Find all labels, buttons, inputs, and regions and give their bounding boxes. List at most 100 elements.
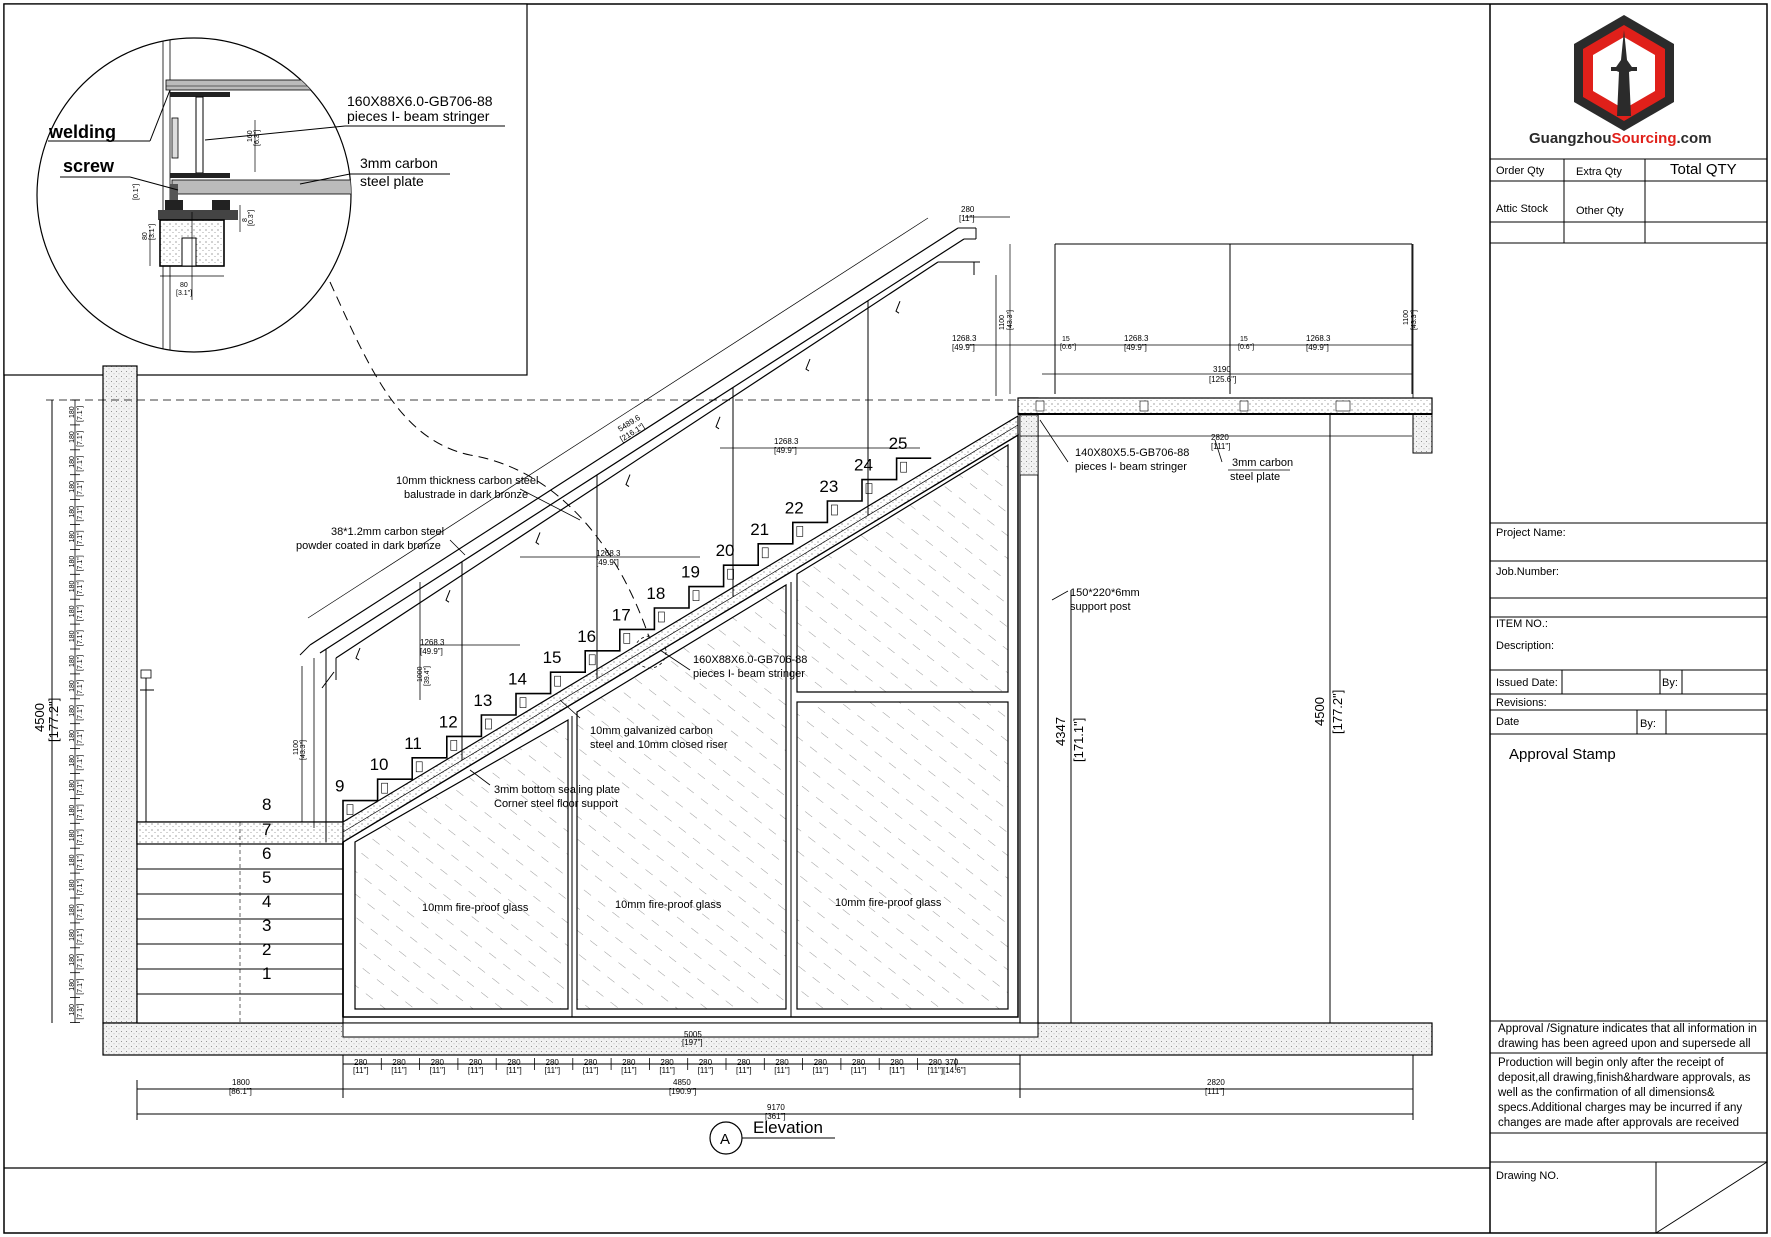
- tread-dim: 280: [775, 1058, 789, 1067]
- riser-dim: 180: [69, 481, 76, 493]
- balusters: [325, 300, 901, 843]
- riser-dim: 180: [69, 630, 76, 642]
- dim-panel-3: 1268.3: [952, 334, 977, 343]
- dim-bottom-left: 1800: [232, 1078, 250, 1087]
- step-number: 18: [646, 584, 665, 603]
- title-block-grid: [1490, 158, 1768, 1234]
- tread-dim-in: [11"]: [928, 1066, 944, 1075]
- step-number: 6: [262, 844, 271, 863]
- riser-dim-in: [7.1"]: [77, 481, 84, 497]
- tread-bracket: [865, 483, 873, 494]
- tread-dim-in: [11"]: [506, 1066, 522, 1075]
- screw-label: screw: [63, 156, 115, 176]
- landing-beam-desc: pieces I- beam stringer: [1075, 461, 1187, 473]
- svg-text:[0.3"]: [0.3"]: [248, 210, 255, 226]
- landing-balustrade: [1009, 243, 1413, 394]
- dim-panel-4-in: [49.9"]: [774, 446, 797, 455]
- riser-dim: 180: [69, 605, 76, 617]
- step-number: 19: [681, 563, 700, 582]
- support-post: [1019, 397, 1039, 1024]
- tread-dim-in: [11"]: [391, 1066, 407, 1075]
- step-number: 1: [262, 964, 271, 983]
- brand-name: GuangzhouSourcing.com: [1529, 130, 1712, 147]
- dim-mid-rail-height: 1000: [417, 666, 424, 682]
- riser-dim: 180: [69, 979, 76, 991]
- riser-dim: 180: [69, 805, 76, 817]
- riser-dim: 180: [69, 904, 76, 916]
- riser-dim-in: [7.1"]: [77, 779, 84, 795]
- tread-bracket: [658, 611, 665, 623]
- tread-dim: 280: [890, 1058, 904, 1067]
- attic-stock-label: Attic Stock: [1496, 203, 1548, 215]
- riser-dim-in: [7.1"]: [77, 804, 84, 820]
- tread-dim: 280: [354, 1058, 368, 1067]
- step-number: 8: [262, 795, 271, 814]
- tread-dim: 280: [469, 1058, 483, 1067]
- riser-dim-in: [7.1"]: [77, 705, 84, 721]
- svg-text:8: 8: [242, 218, 249, 222]
- landing-plate-spec: 3mm carbon: [1232, 457, 1293, 469]
- dim-last-tread-in: [14.6"]: [943, 1066, 966, 1075]
- dim-bottom-left-in: [86.1"]: [229, 1087, 252, 1096]
- detail-beam-desc: pieces I- beam stringer: [347, 108, 490, 124]
- description-label: Description:: [1496, 640, 1555, 652]
- total-qty-label: Total QTY: [1670, 161, 1737, 178]
- step-number: 7: [262, 820, 271, 839]
- riser-dim-in: [7.1"]: [77, 754, 84, 770]
- post-desc: support post: [1070, 601, 1131, 613]
- dim-landing-depth-in: [111"]: [1211, 442, 1230, 451]
- handrail-desc: powder coated in dark bronze: [296, 540, 441, 552]
- tread-dim: 280: [622, 1058, 636, 1067]
- elevation-marker: A Elevation: [709, 1118, 835, 1155]
- svg-text:80: 80: [180, 282, 188, 289]
- riser-dim-in: [7.1"]: [77, 680, 84, 696]
- dim-last-tread: 370: [945, 1058, 959, 1067]
- left-wall: [102, 365, 138, 1024]
- step-number: 25: [889, 434, 908, 453]
- riser-dim-in: [7.1"]: [77, 580, 84, 596]
- order-qty-label: Order Qty: [1496, 165, 1545, 177]
- step-number: 2: [262, 940, 271, 959]
- step-labels: 1234567891011121314151617181920212223242…: [262, 434, 908, 983]
- revisions-label: Revisions:: [1496, 697, 1547, 709]
- dim-gap-2: 15: [1240, 336, 1248, 343]
- dim-top-rail-height: 1100: [999, 315, 1006, 330]
- dim-gap-2-in: [0.6"]: [1238, 344, 1254, 351]
- dim-start-rail-height: 1100: [293, 740, 300, 755]
- dim-landing-length-in: [125.6"]: [1209, 375, 1236, 384]
- tread-dim-in: [11"]: [468, 1066, 484, 1075]
- dim-right-height: 4500: [1312, 697, 1327, 726]
- tread-bracket: [761, 547, 769, 559]
- tread-dim: 280: [929, 1058, 943, 1067]
- issued-date-label: Issued Date:: [1496, 677, 1558, 689]
- other-qty-label: Other Qty: [1576, 205, 1624, 217]
- tread-dim: 280: [507, 1058, 521, 1067]
- dimension-lines: [46, 216, 1414, 1120]
- step-number: 20: [716, 541, 735, 560]
- riser-dim-in: [7.1"]: [77, 655, 84, 671]
- detail-plate-desc: steel plate: [360, 173, 424, 189]
- dim-right-height-in: [177.2"]: [1330, 690, 1345, 734]
- tread-bracket: [450, 740, 458, 751]
- dim-bottom-total-in: [361"]: [765, 1112, 786, 1121]
- riser-dim-in: [7.1"]: [77, 730, 84, 746]
- elevation-title: Elevation: [753, 1118, 823, 1137]
- detail-plate-spec: 3mm carbon: [360, 155, 438, 171]
- dim-panel-3-in: [49.9"]: [952, 343, 975, 352]
- glass-panels: [342, 433, 1019, 1018]
- dim-panel-6: 1268.3: [420, 638, 445, 647]
- dim-bottom-mid: 4850: [673, 1078, 691, 1087]
- dim-panel-1-in: [49.9"]: [1124, 343, 1147, 352]
- step-number: 22: [785, 498, 804, 517]
- left-height-ticks: 180[7.1"]180[7.1"]180[7.1"]180[7.1"]180[…: [69, 399, 84, 1023]
- riser-spec: 10mm galvanized carbon: [590, 725, 713, 737]
- tread-dim-in: [11"]: [430, 1066, 446, 1075]
- dim-mid-rail-height-in: [39.4"]: [424, 666, 431, 686]
- riser-dim-in: [7.1"]: [77, 431, 84, 447]
- riser-dim-in: [7.1"]: [77, 406, 84, 422]
- rail-bracket: [895, 301, 901, 314]
- dim-bottom-total: 9170: [767, 1103, 785, 1112]
- landing-plate-desc: steel plate: [1230, 471, 1280, 483]
- landing-beam-spec: 140X80X5.5-GB706-88: [1075, 447, 1189, 459]
